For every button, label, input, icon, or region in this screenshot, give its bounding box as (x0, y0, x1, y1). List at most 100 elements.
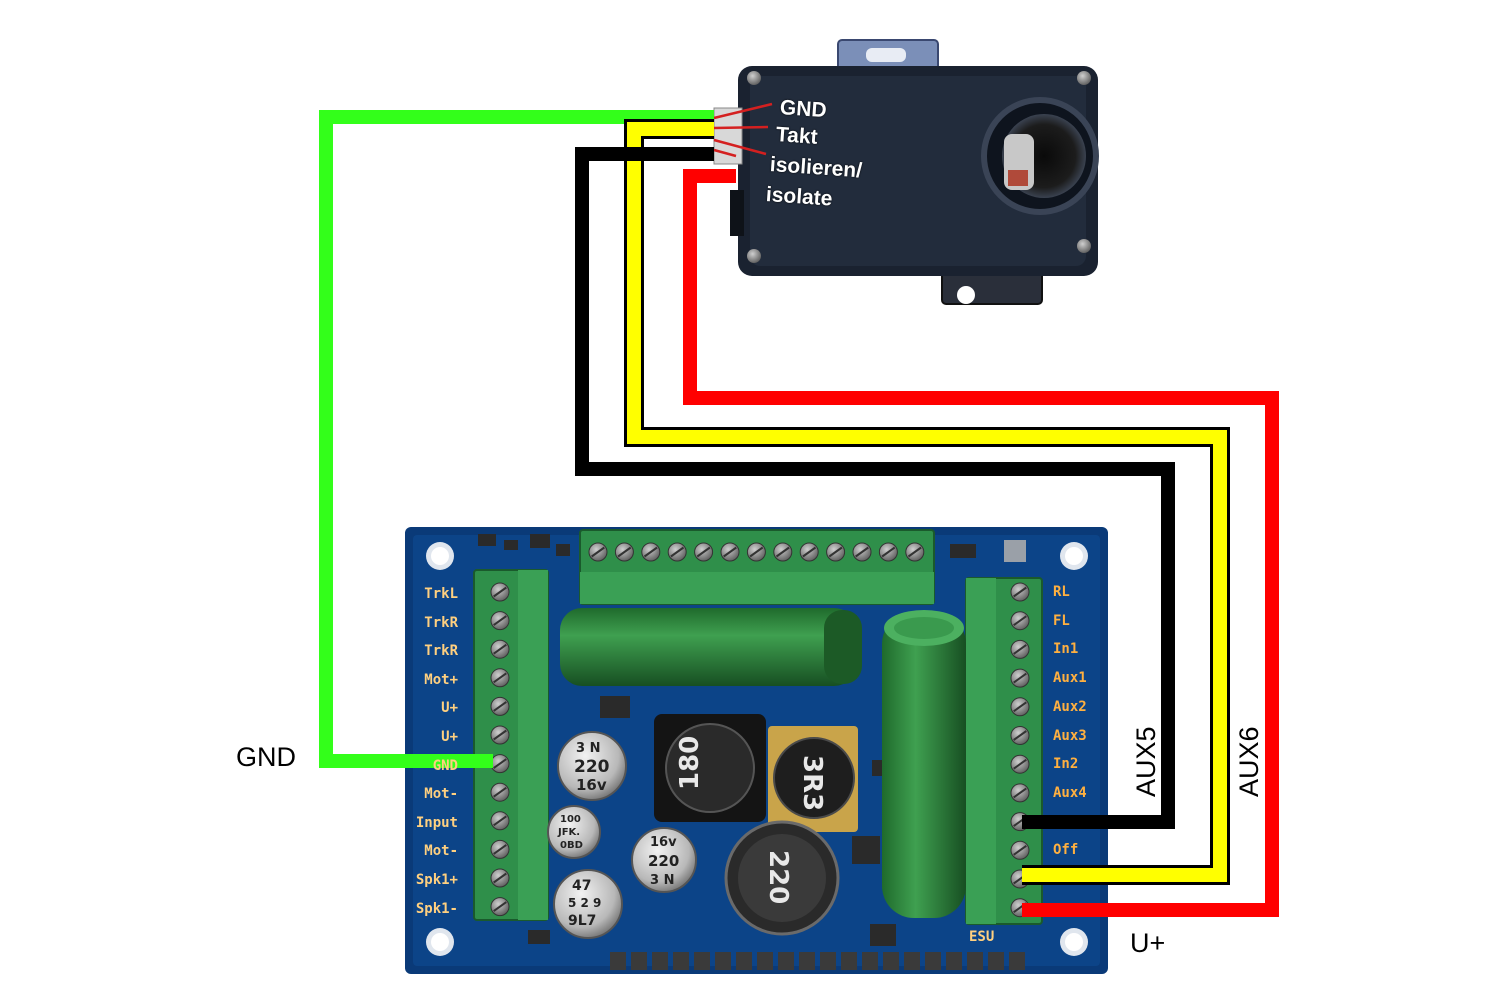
label-uplus: U+ (1130, 928, 1166, 958)
wire-takt (627, 122, 1227, 882)
cap2-text-2: JFK. (557, 827, 580, 838)
wire-isolate (575, 147, 1175, 829)
header-pin (946, 952, 962, 970)
header-pin (694, 952, 710, 970)
screw-slot (493, 615, 507, 626)
cap3-text-2: 220 (648, 852, 679, 870)
header-pin (925, 952, 941, 970)
screw-slot (1013, 586, 1027, 598)
pin-label-left: Mot- (424, 786, 458, 803)
inductor-3r3: 3R3 (768, 726, 858, 832)
screw-slot (1013, 758, 1027, 770)
pin-label-right: In2 (1053, 756, 1079, 773)
label-gnd: GND (236, 742, 296, 772)
inductor-3r3-text: 3R3 (797, 755, 827, 811)
pin-label-left: Mot+ (424, 671, 458, 688)
pin-label-left: Spk1+ (415, 872, 458, 888)
pin-label-left: U+ (441, 700, 458, 717)
header-pin (610, 952, 626, 970)
screw-slot (493, 672, 507, 684)
header-pin (757, 952, 773, 970)
pin-label-right: RL (1053, 584, 1070, 600)
pin-label-left: TrkR (424, 614, 458, 631)
screw-slot (670, 546, 685, 558)
cap1-text-1: 3 N (576, 741, 600, 756)
header-pin (736, 952, 752, 970)
pin-label-left: TrkL (424, 586, 458, 602)
wires (319, 110, 1279, 917)
screw-slot (881, 546, 896, 558)
smoke-generator (713, 39, 1099, 305)
header-pin (778, 952, 794, 970)
header-pin (820, 952, 836, 970)
header-pin (883, 952, 899, 970)
pin-label-left: U+ (441, 729, 458, 745)
header-pin (631, 952, 647, 970)
screw-slot (493, 872, 507, 884)
screw-slot (493, 786, 507, 798)
inductor-220-text: 220 (763, 850, 793, 904)
label-aux5: AUX5 (1131, 726, 1161, 797)
generator-label-gnd: GND (779, 96, 828, 123)
screw-slot (749, 546, 764, 558)
screw-slot (493, 701, 507, 712)
pin-label-right: Off (1053, 842, 1079, 859)
label-aux6: AUX6 (1234, 726, 1264, 797)
bottom-pin-header (610, 952, 1025, 970)
screw-slot (493, 586, 507, 598)
cap4-text-2: 5 2 9 (568, 896, 601, 910)
pin-label-left: TrkR (424, 643, 458, 660)
pin-label-left: GND (432, 757, 458, 774)
decoder-board: 180 3R3 220 3 N 220 16v 100 JFK. 0BD (405, 527, 1108, 974)
capacitor-aluminum-1: 3 N 220 16v (557, 731, 627, 801)
screw-slot (1013, 672, 1027, 684)
pin-label-left: Spk1- (415, 900, 458, 917)
screw-slot (493, 643, 507, 655)
screw-slot (493, 729, 507, 741)
capacitor-aluminum-4: 47 5 2 9 9L7 (553, 869, 623, 939)
pin-label-left: Input (415, 814, 458, 831)
capacitor-aluminum-3: 16v 220 3 N (631, 827, 697, 893)
generator-pin-leaders (713, 102, 773, 158)
mounting-hole-icon (426, 542, 1088, 956)
cap4-text-3: 9L7 (568, 913, 596, 929)
header-pin (715, 952, 731, 970)
generator-label-isolate: isolate (765, 183, 834, 211)
screw-icon (1077, 239, 1091, 253)
pin-label-right: Aux3 (1053, 727, 1087, 744)
screw-slot (493, 901, 507, 912)
capacitor-aluminum-2: 100 JFK. 0BD (547, 805, 601, 859)
header-pin (652, 952, 668, 970)
header-pin (862, 952, 878, 970)
screw-slot (493, 815, 507, 827)
screw-slot (1013, 615, 1027, 627)
header-pin (988, 952, 1004, 970)
wire-gnd (319, 110, 714, 768)
cap2-text-3: 0BD (560, 840, 583, 851)
pin-label-right: FL (1053, 612, 1070, 629)
capacitor-horizontal (560, 608, 862, 718)
smd-parts (478, 534, 1026, 946)
pin-label-right: In1 (1053, 641, 1079, 658)
screw-slot (855, 546, 869, 558)
screw-slot (775, 546, 790, 558)
screw-icon (1077, 71, 1091, 85)
inductor-180: 180 (654, 714, 766, 822)
cap1-text-2: 220 (574, 757, 610, 777)
screw-slot (1013, 730, 1027, 741)
pin-label-right: Aux1 (1053, 670, 1087, 687)
inductor-220: 220 (724, 820, 840, 936)
cap3-text-1: 16v (650, 835, 677, 850)
screw-icon (747, 71, 761, 85)
brand-label: ESU (969, 929, 995, 945)
pin-label-right: Aux4 (1053, 784, 1087, 801)
screw-slot (493, 758, 507, 769)
screw-slot (1013, 701, 1027, 713)
screw-slot (1013, 787, 1027, 799)
screw-slot (643, 546, 658, 558)
screw-slot (617, 546, 632, 558)
screw-slot (907, 546, 922, 558)
wire-uplus (683, 169, 1279, 917)
pin-label-right: Aux2 (1053, 698, 1087, 715)
